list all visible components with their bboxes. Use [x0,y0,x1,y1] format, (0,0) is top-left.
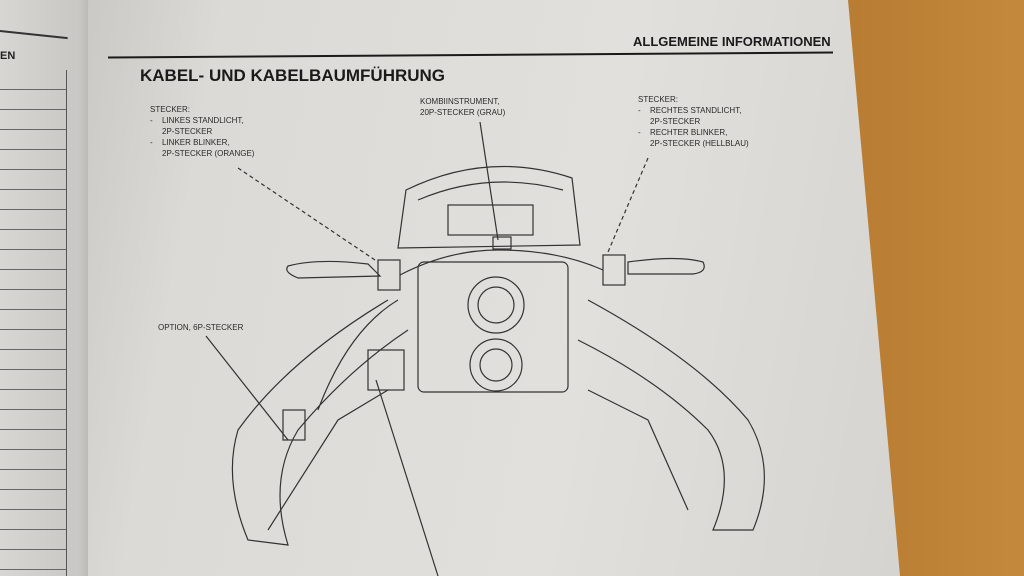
leader-line [479,121,499,241]
callout-item: LINKES STANDLICHT, 2P-STECKER [150,115,254,137]
leader-line [375,379,439,576]
callout-label: STECKER: [638,95,679,104]
leader-line [237,167,379,263]
instrument-panel [447,204,534,236]
wiring-diagram [205,121,765,576]
callout-line: KOMBIINSTRUMENT, [420,97,500,106]
page-title: KABEL- UND KABELBAUMFÜHRUNG [140,66,446,85]
manual-page: ALLGEMEINE INFORMATIONEN KABEL- UND KABE… [88,0,900,576]
right-connector [602,254,626,286]
leader-line [607,157,649,253]
callout-option: OPTION, 6P-STECKER [158,323,244,332]
left-hand-guard [286,260,382,279]
option-connector [282,409,306,441]
windscreen [397,165,581,249]
left-connector [377,259,401,291]
callout-left-connectors: STECKER: LINKES STANDLICHT, 2P-STECKER L… [150,104,254,159]
right-frame [577,299,765,531]
left-page-rule [0,30,68,40]
connector-block [367,349,405,391]
wire-harness [399,249,604,276]
left-page: EN [0,0,100,576]
headlight-upper [467,276,525,334]
callout-right-connectors: STECKER: RECHTES STANDLICHT, 2P-STECKER … [638,94,749,149]
section-header: ALLGEMEINE INFORMATIONEN [633,34,831,49]
headlight-housing [417,261,569,393]
headlight-lower [469,338,523,392]
callout-label: STECKER: [150,105,191,114]
leader-line [205,335,289,441]
right-hand-guard [627,257,705,275]
callout-line: 20P-STECKER (GRAU) [420,108,506,117]
left-page-heading: EN [0,50,16,62]
callout-item: LINKER BLINKER, 2P-STECKER (ORANGE) [150,137,254,159]
callout-instrument: KOMBIINSTRUMENT, 20P-STECKER (GRAU) [420,96,505,118]
callout-item: RECHTES STANDLICHT, 2P-STECKER [638,105,749,127]
left-page-table [0,70,67,576]
instrument-connector [492,236,512,250]
callout-item: RECHTER BLINKER, 2P-STECKER (HELLBLAU) [638,127,749,149]
left-frame [231,299,409,546]
